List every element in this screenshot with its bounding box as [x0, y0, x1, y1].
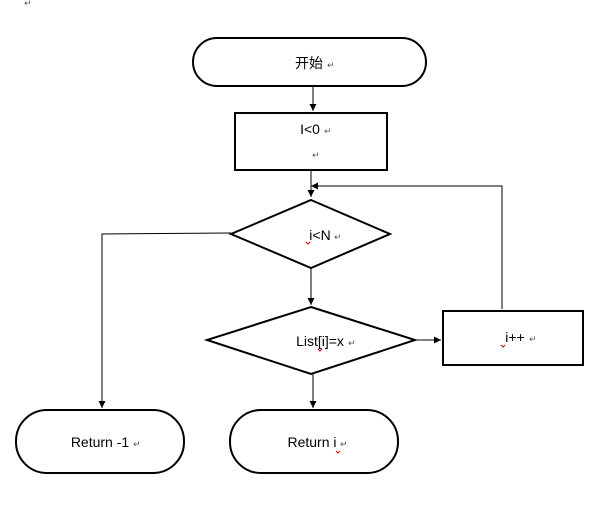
paragraph-mark: ↵	[133, 440, 141, 450]
return-not-found-label: Return -1	[71, 434, 130, 450]
paragraph-mark: ↵	[334, 233, 342, 243]
return-found-label: Return i	[287, 434, 336, 450]
return-found-terminator: Return i ↵	[229, 409, 399, 474]
init-shape	[234, 112, 388, 171]
spellcheck-squiggle	[305, 241, 311, 245]
paragraph-mark: ↵	[327, 61, 335, 71]
compare-shape	[203, 305, 419, 376]
init-process: I<0 ↵ ↵	[234, 112, 388, 171]
paragraph-mark: ↵	[340, 440, 348, 450]
start-shape	[192, 37, 427, 87]
init-label: I<0	[300, 121, 320, 137]
return-not-found-terminator: Return -1 ↵	[15, 409, 185, 474]
paragraph-mark: ↵	[529, 335, 537, 345]
spellcheck-squiggle	[335, 450, 341, 454]
arrow-condition-to-return-not-found	[98, 232, 232, 408]
return-not-found-shape	[15, 409, 185, 474]
spellcheck-squiggle	[500, 344, 506, 348]
return-found-shape	[229, 409, 399, 474]
paragraph-mark: ↵	[24, 0, 32, 9]
condition-decision: i<N ↵	[228, 198, 393, 270]
arrow-loop-back	[311, 182, 503, 309]
spellcheck-squiggle	[317, 348, 323, 352]
paragraph-mark: ↵	[324, 127, 332, 137]
condition-label: i<N	[309, 227, 330, 243]
start-label: 开始	[295, 55, 323, 71]
increment-shape	[442, 310, 584, 366]
increment-process: i++ ↵	[442, 310, 584, 366]
paragraph-mark: ↵	[348, 339, 356, 349]
paragraph-mark: ↵	[312, 151, 320, 161]
compare-label: List[i]=x	[296, 333, 344, 349]
increment-label: i++	[505, 329, 524, 345]
start-terminator: 开始 ↵	[192, 37, 427, 87]
compare-decision: List[i]=x ↵	[203, 305, 419, 376]
